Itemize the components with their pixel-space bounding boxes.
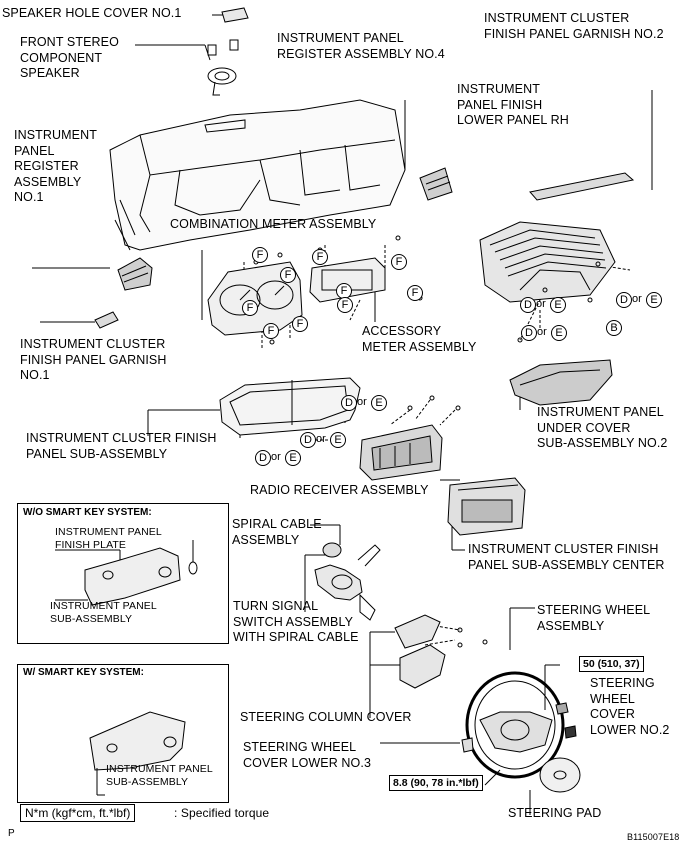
clip-e-marker: E: [551, 325, 567, 341]
figure-id: B115007E18: [627, 832, 680, 842]
wheel-cover-no3-part: [461, 737, 474, 753]
label-combination-meter: COMBINATION METER ASSEMBLY: [170, 217, 377, 231]
clip-d-marker: D: [616, 292, 632, 308]
clip-f-marker: F: [312, 249, 328, 265]
label-cluster-garnish-no1: INSTRUMENT CLUSTER FINISH PANEL GARNISH …: [20, 337, 167, 382]
label-radio-receiver: RADIO RECEIVER ASSEMBLY: [250, 483, 429, 497]
clip-or-text: or: [316, 433, 326, 445]
steering-wheel-part: [465, 671, 565, 779]
torque-legend-text: : Specified torque: [174, 806, 270, 820]
clip-f-marker: F: [391, 254, 407, 270]
inset-w-panel-part: [89, 711, 186, 796]
inset-w-smart-key: [17, 664, 229, 803]
cluster-finish-panel-part: [219, 377, 361, 436]
accessory-meter-part: [309, 257, 386, 303]
inset-w-sub-assembly-label: INSTRUMENT PANEL SUB-ASSEMBLY: [106, 763, 213, 788]
clip-f-marker: F: [407, 285, 423, 301]
radio-part: [359, 424, 443, 481]
label-cluster-finish-sub: INSTRUMENT CLUSTER FINISH PANEL SUB-ASSE…: [26, 431, 217, 461]
inset-w-title: W/ SMART KEY SYSTEM:: [23, 667, 144, 678]
inset-wo-finish-plate-label: INSTRUMENT PANEL FINISH PLATE: [55, 526, 162, 551]
clip-e-marker: E: [371, 395, 387, 411]
label-steering-wheel: STEERING WHEEL ASSEMBLY: [537, 603, 651, 633]
clip-e-marker: E: [285, 450, 301, 466]
register-no4-part: [419, 167, 453, 201]
speaker-part: [207, 7, 249, 96]
torque-box-50: 50 (510, 37): [579, 656, 644, 672]
center-panel-part: [447, 477, 526, 536]
clip-f-marker: F: [252, 247, 268, 263]
clip-e-marker: E: [550, 297, 566, 313]
label-steering-column-cover: STEERING COLUMN COVER: [240, 710, 412, 724]
label-turn-signal-switch: TURN SIGNAL SWITCH ASSEMBLY WITH SPIRAL …: [233, 599, 359, 644]
turn-signal-part: [314, 542, 381, 621]
clip-or-text: or: [537, 326, 547, 338]
clip-d-marker: D: [521, 325, 537, 341]
inset-wo-panel-part: [55, 540, 198, 606]
clip-d-marker: D: [341, 395, 357, 411]
column-cover-part: [394, 614, 446, 689]
label-finish-lower-panel-rh: INSTRUMENT PANEL FINISH LOWER PANEL RH: [457, 82, 569, 127]
dashboard-part: [109, 99, 406, 251]
torque-box-8-8: 8.8 (90, 78 in.*lbf): [389, 775, 483, 791]
inset-wo-smart-key: [17, 503, 229, 644]
label-cluster-garnish-no2: INSTRUMENT CLUSTER FINISH PANEL GARNISH …: [484, 11, 664, 41]
clip-or-text: or: [632, 293, 642, 305]
clip-d-marker: D: [520, 297, 536, 313]
label-front-stereo-speaker: FRONT STEREO COMPONENT SPEAKER: [20, 35, 119, 80]
label-accessory-meter: ACCESSORY METER ASSEMBLY: [362, 324, 477, 354]
label-register-no4: INSTRUMENT PANEL REGISTER ASSEMBLY NO.4: [277, 31, 445, 61]
clip-or-text: or: [357, 396, 367, 408]
garnish-no2-part: [529, 172, 635, 201]
clip-d-marker: D: [300, 432, 316, 448]
label-wheel-cover-no2: STEERING WHEEL COVER LOWER NO.2: [590, 676, 670, 737]
clip-d-marker: D: [255, 450, 271, 466]
label-speaker-hole-cover: SPEAKER HOLE COVER NO.1: [2, 6, 182, 20]
clip-f-marker: F: [263, 323, 279, 339]
clip-e-marker: E: [646, 292, 662, 308]
lower-panel-rh-part: [479, 221, 616, 303]
clip-or-text: or: [536, 298, 546, 310]
clip-f-marker: F: [242, 300, 258, 316]
label-spiral-cable: SPIRAL CABLE ASSEMBLY: [232, 517, 322, 547]
label-cluster-finish-center: INSTRUMENT CLUSTER FINISH PANEL SUB-ASSE…: [468, 542, 665, 572]
label-register-no1: INSTRUMENT PANEL REGISTER ASSEMBLY NO.1: [14, 128, 97, 204]
register-no1-part: [117, 257, 153, 291]
label-wheel-cover-no3: STEERING WHEEL COVER LOWER NO.3: [243, 740, 372, 770]
label-steering-pad: STEERING PAD: [508, 806, 602, 820]
steering-pad-part: [539, 757, 581, 793]
page-mark: P: [8, 828, 15, 839]
inset-wo-title: W/O SMART KEY SYSTEM:: [23, 507, 152, 518]
clip-f-marker: F: [292, 316, 308, 332]
combination-meter-part: [207, 261, 303, 336]
label-under-cover-no2: INSTRUMENT PANEL UNDER COVER SUB-ASSEMBL…: [537, 405, 668, 450]
torque-legend-unit: N*m (kgf*cm, ft.*lbf): [20, 804, 136, 822]
clip-b-marker: B: [606, 320, 622, 336]
wheel-cover-no2-part: [555, 702, 577, 739]
inset-wo-sub-assembly-label: INSTRUMENT PANEL SUB-ASSEMBLY: [50, 600, 157, 625]
under-cover-part: [509, 359, 613, 406]
clip-or-text: or: [271, 451, 281, 463]
clip-f-marker: F: [337, 297, 353, 313]
garnish-no1-part: [94, 311, 119, 329]
clip-f-marker: F: [280, 267, 296, 283]
clip-e-marker: E: [330, 432, 346, 448]
